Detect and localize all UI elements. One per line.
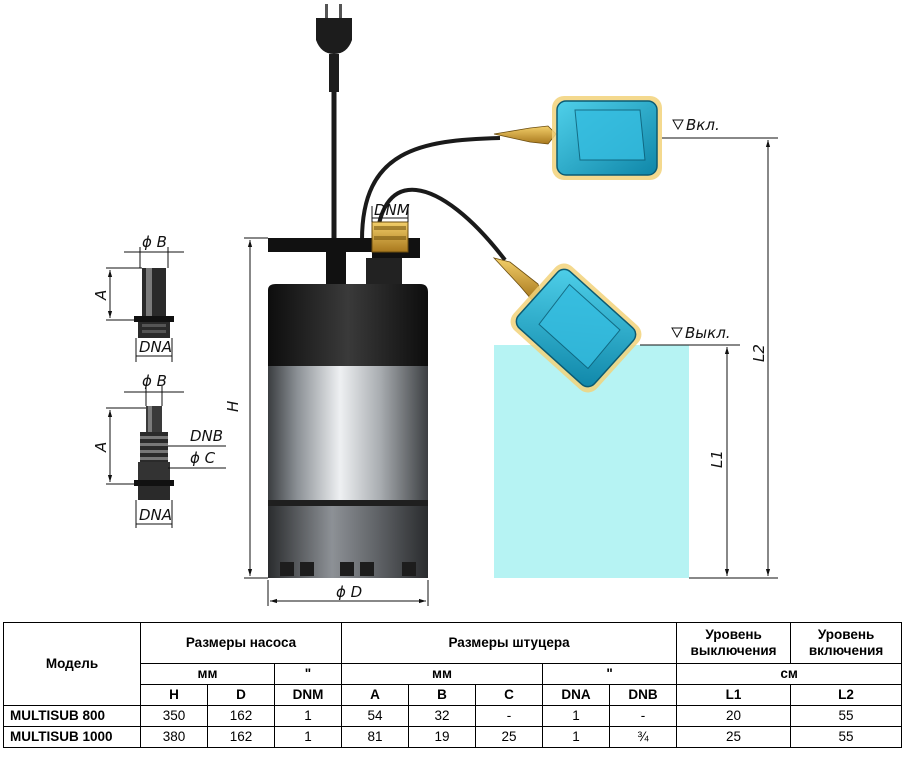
table-row: MULTISUB 1000 380 162 1 81 19 25 1 ¾ 25 … [3, 726, 903, 748]
col-header-d: D [207, 684, 275, 706]
col-header-l2: L2 [790, 684, 903, 706]
unit-cm-levels: см [676, 663, 903, 685]
model-name: MULTISUB 1000 [3, 726, 141, 748]
model-name: MULTISUB 800 [3, 705, 141, 727]
col-header-h: H [140, 684, 208, 706]
svg-text:H: H [224, 401, 242, 412]
header-pump-dimensions: Размеры насоса [140, 622, 342, 664]
header-model: Модель [3, 622, 141, 706]
svg-text:DNM: DNM [374, 201, 410, 219]
float-cable-upper [360, 136, 501, 241]
dimension-l2: L2 [750, 140, 771, 576]
fitting-single: ϕ B A DNA [92, 233, 184, 362]
cell-dnm: 1 [274, 726, 342, 748]
dimension-dnm: DNM [371, 201, 410, 222]
cell-a: 54 [341, 705, 409, 727]
dimension-l1: L1 [689, 347, 778, 579]
cell-b: 32 [408, 705, 476, 727]
pump-body [268, 366, 428, 502]
float-switch-lower [492, 257, 642, 393]
col-header-c: C [475, 684, 543, 706]
svg-text:Выкл.: Выкл. [685, 324, 731, 342]
unit-inch-fitting: " [541, 663, 678, 685]
spec-table: Модель Размеры насоса Размеры штуцера Ур… [3, 622, 903, 748]
cell-h: 350 [140, 705, 208, 727]
cell-dnb: ¾ [608, 726, 678, 748]
level-on-marker: Вкл. [662, 116, 778, 139]
svg-text:A: A [92, 442, 110, 453]
cell-a: 81 [341, 726, 409, 748]
header-level-off: Уровень выключения [676, 622, 792, 664]
pump-diagram: H ϕ D DNM Вкл. Выкл. L1 L2 [92, 4, 778, 606]
col-header-dnb: DNB [608, 684, 678, 706]
svg-text:ϕ D: ϕ D [336, 583, 362, 601]
float-switch-upper [493, 96, 662, 180]
dimension-d: ϕ D [267, 580, 429, 606]
dimension-h: H [224, 237, 268, 579]
cell-l1: 20 [676, 705, 792, 727]
col-header-dna: DNA [542, 684, 610, 706]
unit-mm-fitting: мм [341, 663, 543, 685]
plug [316, 4, 352, 92]
col-header-l1: L1 [676, 684, 792, 706]
col-header-a: A [341, 684, 409, 706]
cell-dna: 1 [542, 705, 610, 727]
cell-l1: 25 [676, 726, 792, 748]
cell-dnb: - [608, 705, 678, 727]
cell-l2: 55 [790, 705, 903, 727]
cell-c: - [475, 705, 543, 727]
cell-l2: 55 [790, 726, 903, 748]
cell-c: 25 [475, 726, 543, 748]
svg-text:ϕ C: ϕ C [190, 449, 216, 467]
header-fitting-dimensions: Размеры штуцера [340, 622, 678, 664]
table-row: MULTISUB 800 350 162 1 54 32 - 1 - 20 55 [3, 705, 903, 727]
cell-h: 380 [140, 726, 208, 748]
unit-mm-pump: мм [140, 663, 275, 685]
level-off-marker: Выкл. [640, 324, 740, 346]
cell-d: 162 [207, 705, 275, 727]
cell-d: 162 [207, 726, 275, 748]
svg-text:ϕ B: ϕ B [142, 233, 167, 251]
col-header-b: B [408, 684, 476, 706]
svg-text:Вкл.: Вкл. [686, 116, 720, 134]
svg-text:ϕ B: ϕ B [142, 372, 167, 390]
unit-inch-pump: " [274, 663, 342, 685]
cell-dna: 1 [542, 726, 610, 748]
pump-base [268, 500, 428, 578]
svg-text:L1: L1 [708, 450, 726, 468]
svg-text:DNA: DNA [139, 506, 172, 524]
svg-text:DNB: DNB [190, 427, 223, 445]
col-header-dnm: DNM [274, 684, 342, 706]
pump-head [268, 221, 428, 368]
svg-text:DNA: DNA [139, 338, 172, 356]
cell-b: 19 [408, 726, 476, 748]
cell-dnm: 1 [274, 705, 342, 727]
svg-text:L2: L2 [750, 344, 768, 362]
header-level-on: Уровень включения [790, 622, 903, 664]
svg-text:A: A [92, 290, 110, 301]
fitting-stepped: ϕ B A DNB ϕ C DNA [92, 372, 226, 528]
